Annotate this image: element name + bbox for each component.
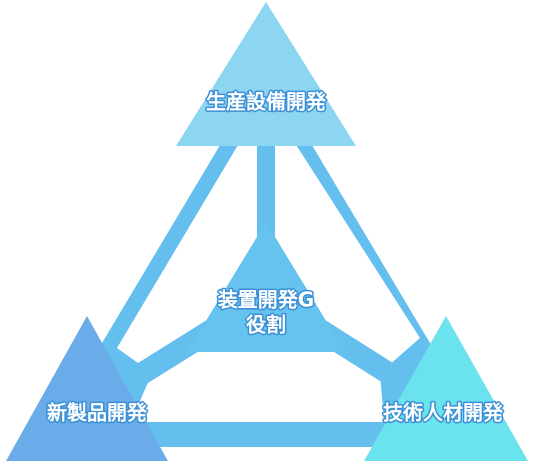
left-node-label: 新製品開発 bbox=[47, 401, 148, 425]
top-node-triangle bbox=[176, 2, 356, 146]
top-node-label: 生産設備開発 bbox=[206, 90, 327, 114]
center-node-triangle bbox=[187, 222, 345, 352]
spoke-top bbox=[257, 140, 275, 240]
right-node-triangle bbox=[364, 316, 528, 461]
center-node-label-line2: 役割 bbox=[246, 313, 286, 337]
spoke-right bbox=[312, 318, 420, 400]
right-node-label: 技術人材開発 bbox=[383, 401, 504, 425]
center-node-label-line1: 装置開発G bbox=[217, 288, 314, 312]
left-node-triangle bbox=[6, 316, 168, 461]
spoke-left bbox=[114, 318, 220, 398]
